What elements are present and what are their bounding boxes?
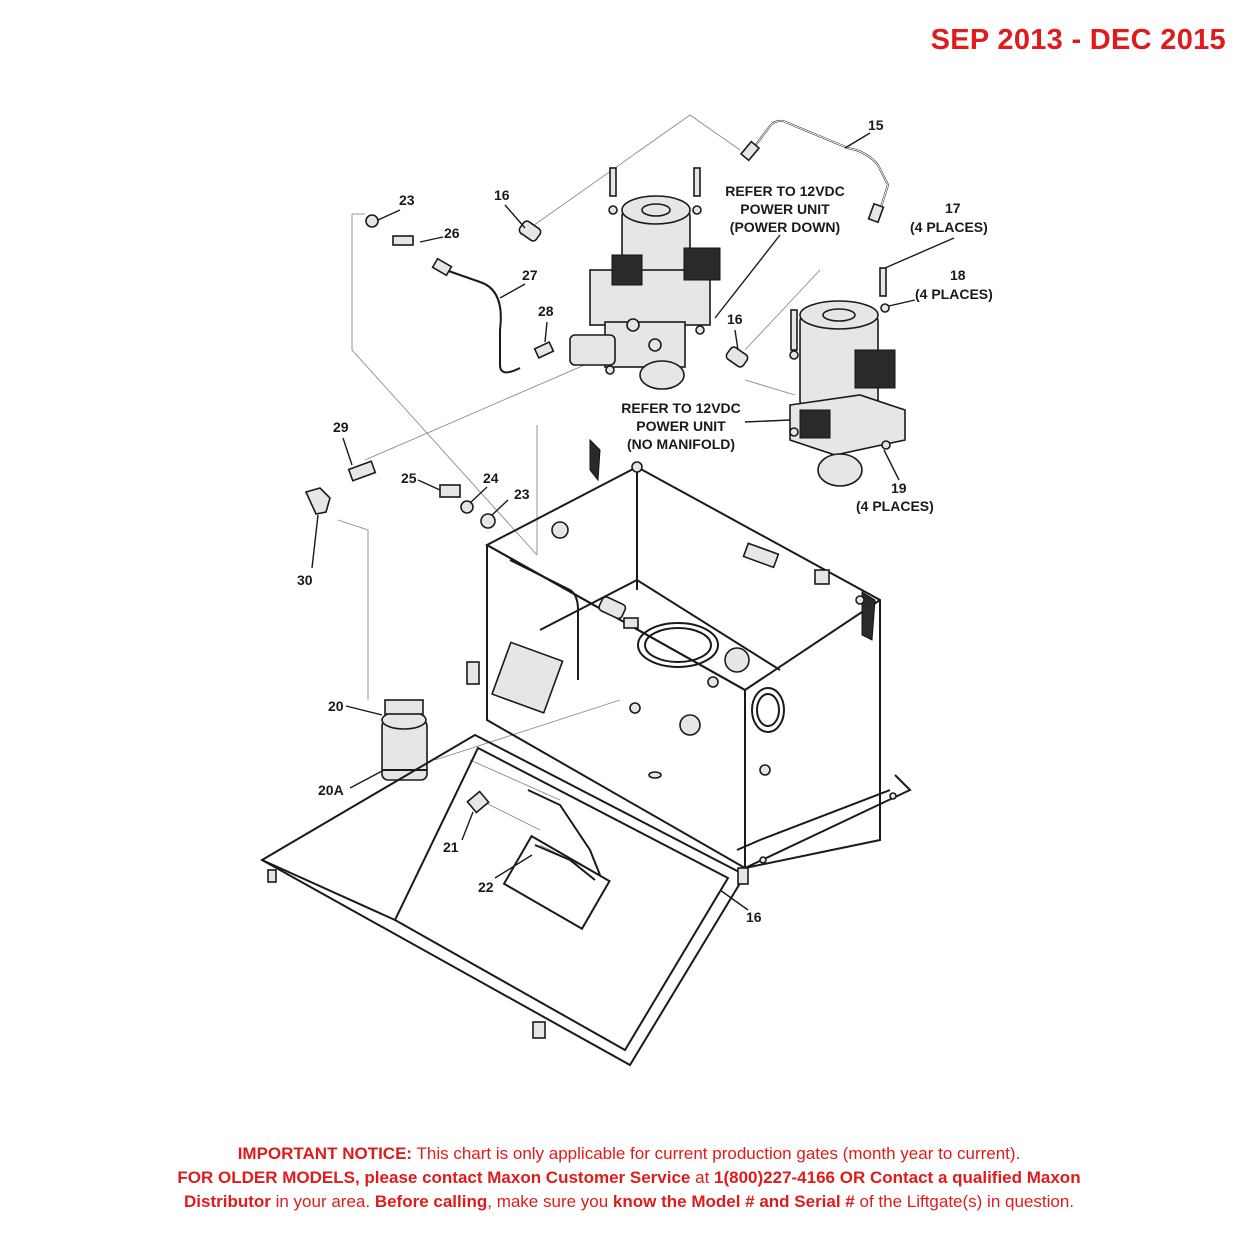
callout-27: 27 — [522, 267, 538, 283]
callout-18: 18 — [950, 267, 966, 283]
callout-26: 26 — [444, 225, 460, 241]
notice-line-3-text-a: in your area. — [270, 1192, 375, 1211]
callout-16-bottom: 16 — [746, 909, 762, 925]
callout-17: 17 — [945, 200, 961, 216]
callout-15: 15 — [868, 117, 884, 133]
callout-20: 20 — [328, 698, 344, 714]
filter-assembly — [381, 699, 428, 781]
notice-line-2-text: at — [690, 1168, 715, 1187]
notice-important-label: IMPORTANT NOTICE: — [237, 1144, 413, 1163]
callout-24: 24 — [483, 470, 499, 486]
date-range-title: SEP 2013 - DEC 2015 — [930, 24, 1226, 56]
ref-power-down-line-1: REFER TO 12VDC — [725, 183, 845, 199]
notice-distributor: Distributor — [183, 1192, 271, 1211]
callout-21: 21 — [443, 839, 459, 855]
notice-line-3-text-b: , make sure you — [487, 1192, 613, 1211]
ref-power-down-line-2: POWER UNIT — [740, 201, 830, 217]
callout-17-note: (4 PLACES) — [910, 219, 988, 235]
leader-lines — [311, 132, 955, 911]
callout-19: 19 — [891, 480, 907, 496]
callout-16-top: 16 — [494, 187, 510, 203]
callout-30: 30 — [297, 572, 313, 588]
power-unit-no-manifold — [789, 267, 906, 487]
callout-16-mid: 16 — [727, 311, 743, 327]
notice-line-1-text: This chart is only applicable for curren… — [412, 1144, 1021, 1163]
callout-28: 28 — [538, 303, 554, 319]
hinged-lid — [259, 661, 749, 1067]
callout-labels: 15 16 23 26 27 28 17 (4 PLACES) 18 (4 PL… — [297, 117, 993, 925]
callout-25: 25 — [401, 470, 417, 486]
callout-23-top: 23 — [399, 192, 415, 208]
callout-22: 22 — [478, 879, 494, 895]
hydraulic-tube-15 — [739, 119, 890, 224]
reference-note-no-manifold: REFER TO 12VDC POWER UNIT (NO MANIFOLD) — [621, 400, 741, 452]
ref-power-down-line-3: (POWER DOWN) — [730, 219, 840, 235]
enclosure-box — [484, 438, 912, 870]
callout-19-note: (4 PLACES) — [856, 498, 934, 514]
reference-note-power-down: REFER TO 12VDC POWER UNIT (POWER DOWN) — [725, 183, 845, 235]
callout-23-mid: 23 — [514, 486, 530, 502]
callout-29: 29 — [333, 419, 349, 435]
notice-phone: 1(800)227-4166 OR Contact a qualified Ma… — [714, 1168, 1081, 1187]
callout-20a: 20A — [318, 782, 344, 798]
ref-no-manifold-line-1: REFER TO 12VDC — [621, 400, 741, 416]
notice-line-1: IMPORTANT NOTICE: This chart is only app… — [0, 1142, 1258, 1166]
assembly-guide-lines — [337, 114, 821, 871]
callout-18-note: (4 PLACES) — [915, 286, 993, 302]
notice-line-3-text-c: of the Liftgate(s) in question. — [854, 1192, 1075, 1211]
notice-model-serial: know the Model # and Serial # — [612, 1192, 855, 1211]
notice-before-calling: Before calling — [374, 1192, 488, 1211]
ref-no-manifold-line-3: (NO MANIFOLD) — [627, 436, 735, 452]
notice-line-3: Distributor in your area. Before calling… — [0, 1190, 1258, 1214]
power-unit-power-down — [569, 167, 721, 390]
notice-line-2: FOR OLDER MODELS, please contact Maxon C… — [0, 1166, 1258, 1190]
notice-older-models: FOR OLDER MODELS, please contact Maxon C… — [177, 1168, 691, 1187]
important-notice: IMPORTANT NOTICE: This chart is only app… — [0, 1142, 1258, 1214]
ref-no-manifold-line-2: POWER UNIT — [636, 418, 726, 434]
